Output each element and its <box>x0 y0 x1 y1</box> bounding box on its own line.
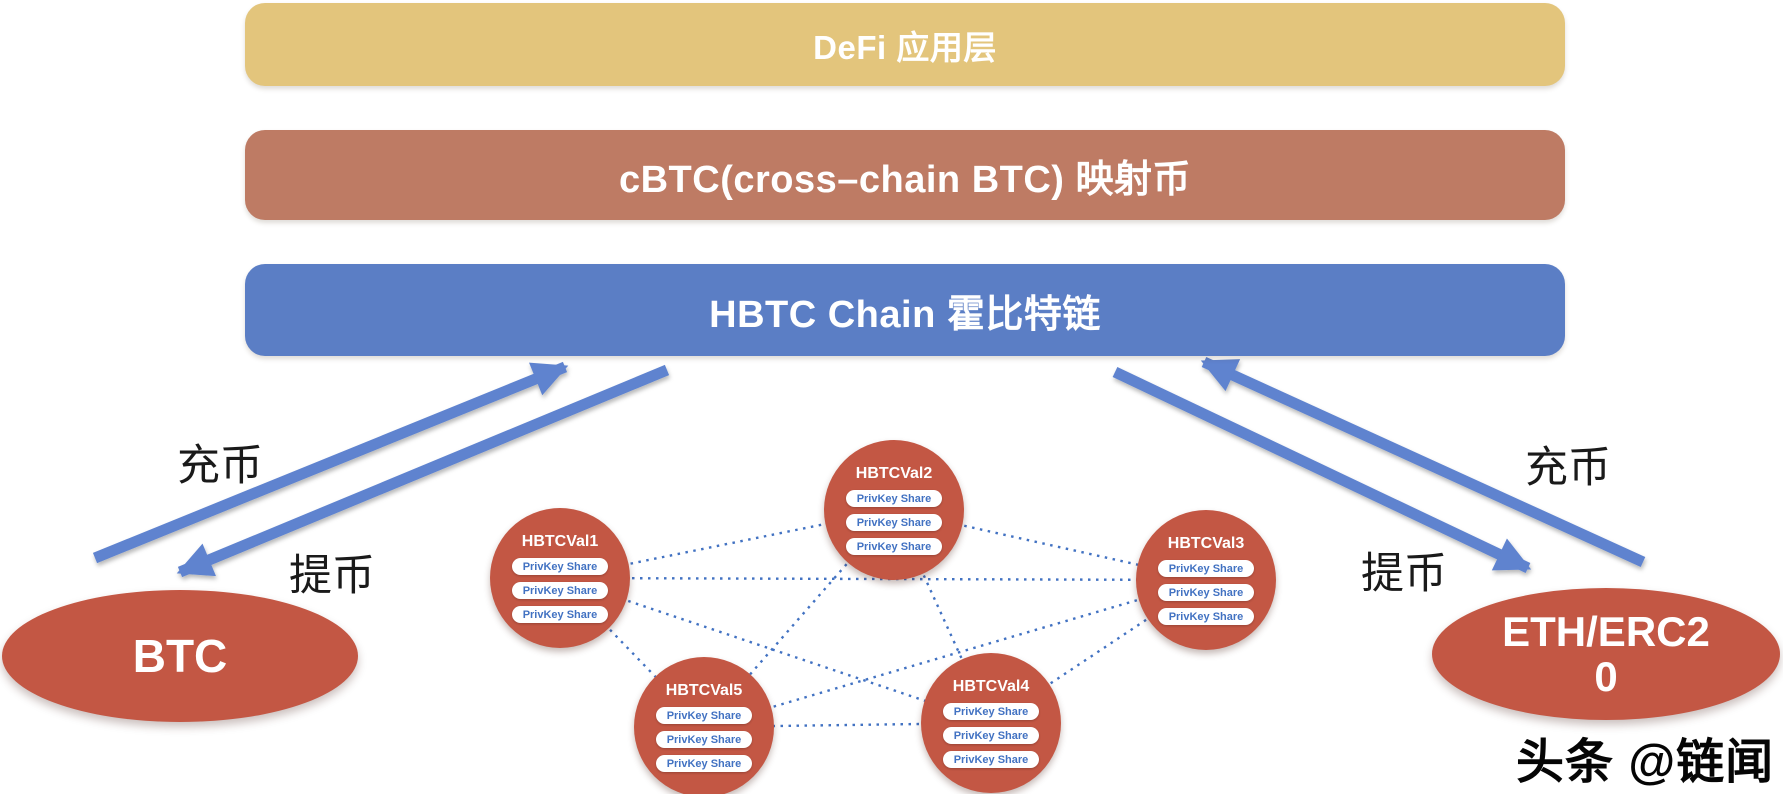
privkey-share-label: PrivKey Share <box>666 757 742 770</box>
deposit-label-right: 充币 <box>1525 445 1611 492</box>
privkey-share-label: PrivKey Share <box>666 709 742 722</box>
privkey-share-pill: PrivKey Share <box>1158 560 1254 577</box>
eth-erc20-chain-label: ETH/ERC20 <box>1502 607 1710 700</box>
privkey-share-pill: PrivKey Share <box>1158 608 1254 625</box>
privkey-share-pill: PrivKey Share <box>846 514 942 531</box>
withdraw-arrow-left <box>176 364 670 578</box>
validator-node-3: HBTCVal3 PrivKey Share PrivKey Share Pri… <box>1136 510 1276 650</box>
privkey-share-label: PrivKey Share <box>1168 586 1244 599</box>
privkey-share-label: PrivKey Share <box>953 705 1029 718</box>
btc-chain-label: BTC <box>132 630 228 682</box>
validator-node-1: HBTCVal1 PrivKey Share PrivKey Share Pri… <box>490 508 630 648</box>
hbtc-chain-label: HBTC Chain 霍比特链 <box>709 293 1101 336</box>
privkey-share-label: PrivKey Share <box>666 733 742 746</box>
defi-layer-label: DeFi 应用层 <box>813 28 997 66</box>
privkey-share-pill: PrivKey Share <box>846 490 942 507</box>
validator-label: HBTCVal4 <box>952 678 1030 695</box>
privkey-share-label: PrivKey Share <box>522 584 598 597</box>
privkey-share-label: PrivKey Share <box>953 729 1029 742</box>
validator-node-4: HBTCVal4 PrivKey Share PrivKey Share Pri… <box>921 653 1061 793</box>
privkey-share-label: PrivKey Share <box>1168 562 1244 575</box>
privkey-share-label: PrivKey Share <box>522 608 598 621</box>
eth-erc20-chain-ellipse: ETH/ERC20 <box>1432 588 1780 720</box>
privkey-share-pill: PrivKey Share <box>656 731 752 748</box>
mesh-edge-val1-val3 <box>559 576 1207 582</box>
privkey-share-label: PrivKey Share <box>856 516 932 529</box>
flow-arrows <box>92 356 1646 578</box>
privkey-share-pill: PrivKey Share <box>656 707 752 724</box>
withdraw-label-left: 提币 <box>289 553 375 600</box>
cbtc-layer-label: cBTC(cross–chain BTC) 映射币 <box>618 158 1192 201</box>
deposit-label-left: 充币 <box>177 443 263 490</box>
mesh-edge-val3-val4 <box>990 579 1207 724</box>
privkey-share-label: PrivKey Share <box>1168 610 1244 623</box>
privkey-share-pill: PrivKey Share <box>512 558 608 575</box>
validator-node-2: HBTCVal2 PrivKey Share PrivKey Share Pri… <box>824 440 964 580</box>
withdraw-arrow-right <box>1112 367 1532 573</box>
deposit-arrow-right <box>1200 356 1646 568</box>
privkey-share-label: PrivKey Share <box>856 540 932 553</box>
btc-chain-ellipse: BTC <box>2 590 358 722</box>
cbtc-layer-bar: cBTC(cross–chain BTC) 映射币 <box>245 130 1565 220</box>
hbtc-chain-bar: HBTC Chain 霍比特链 <box>245 264 1565 356</box>
privkey-share-pill: PrivKey Share <box>1158 584 1254 601</box>
privkey-share-pill: PrivKey Share <box>512 606 608 623</box>
validator-label: HBTCVal3 <box>1167 535 1245 552</box>
privkey-share-pill: PrivKey Share <box>943 751 1039 768</box>
watermark-text: 头条 @链闻 <box>1516 736 1775 789</box>
defi-layer-bar: DeFi 应用层 <box>245 3 1565 86</box>
privkey-share-pill: PrivKey Share <box>943 727 1039 744</box>
validator-label: HBTCVal2 <box>855 465 933 482</box>
validator-label: HBTCVal5 <box>665 682 743 699</box>
privkey-share-pill: PrivKey Share <box>656 755 752 772</box>
privkey-share-label: PrivKey Share <box>856 492 932 505</box>
validator-label: HBTCVal1 <box>521 533 599 550</box>
privkey-share-label: PrivKey Share <box>953 753 1029 766</box>
privkey-share-pill: PrivKey Share <box>943 703 1039 720</box>
deposit-arrow-left <box>92 361 569 564</box>
validator-node-5: HBTCVal5 PrivKey Share PrivKey Share Pri… <box>634 657 774 794</box>
privkey-share-label: PrivKey Share <box>522 560 598 573</box>
privkey-share-pill: PrivKey Share <box>512 582 608 599</box>
withdraw-label-right: 提币 <box>1361 551 1447 598</box>
privkey-share-pill: PrivKey Share <box>846 538 942 555</box>
